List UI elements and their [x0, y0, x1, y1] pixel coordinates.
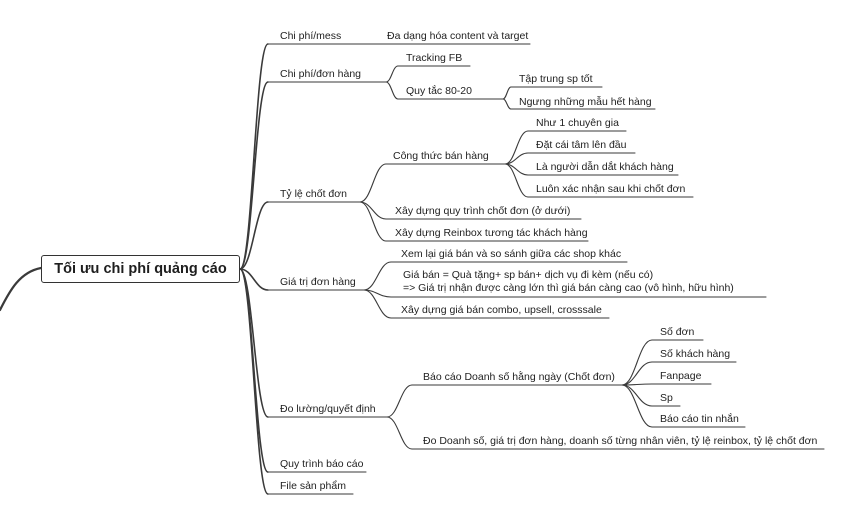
connector-line: [504, 130, 529, 165]
connector-line: [502, 86, 512, 100]
connector-line: [359, 163, 387, 203]
connector-line: [359, 201, 387, 242]
connector-line: [504, 152, 529, 165]
topic-1-1[interactable]: Quy tắc 80-20: [406, 85, 472, 97]
connector-line: [386, 384, 413, 418]
topic-line: Giá bán = Quà tặng+ sp bán+ dịch vụ đi k…: [403, 269, 654, 281]
connector-line: [239, 268, 269, 291]
topic-2-0-1[interactable]: Đặt cái tâm lên đầu: [536, 139, 627, 151]
connector-line: [239, 268, 269, 418]
connector-line: [239, 81, 269, 270]
connector-line: [386, 416, 413, 450]
topic-0-0[interactable]: Đa dạng hóa content và target: [387, 30, 529, 42]
topic-4-0-4[interactable]: Báo cáo tin nhắn: [660, 413, 739, 425]
topic-4-1[interactable]: Đo Doanh số, giá trị đơn hàng, doanh số …: [423, 435, 818, 447]
connector-line: [621, 384, 653, 407]
topic-1-1-1[interactable]: Ngưng những mẫu hết hàng: [519, 96, 652, 108]
connector-line: [621, 384, 653, 428]
topic-2[interactable]: Tỷ lệ chốt đơn: [280, 188, 347, 200]
connector-line: [385, 65, 399, 83]
topic-4-0-0[interactable]: Số đơn: [660, 326, 695, 338]
connector-line: [621, 339, 653, 386]
topic-3-0[interactable]: Xem lại giá bán và so sánh giữa các shop…: [401, 248, 622, 260]
topic-4-0-3[interactable]: Sp: [660, 392, 673, 404]
topic-2-0-0[interactable]: Như 1 chuyên gia: [536, 117, 619, 129]
topic-2-0[interactable]: Công thức bán hàng: [393, 150, 489, 162]
root-topic[interactable]: Tối ưu chi phí quảng cáo: [41, 255, 240, 283]
topic-3-1[interactable]: Giá bán = Quà tặng+ sp bán+ dịch vụ đi k…: [403, 269, 734, 295]
topic-0[interactable]: Chi phí/mess: [280, 30, 342, 42]
topic-2-1[interactable]: Xây dựng quy trình chốt đơn (ở dưới): [395, 205, 571, 217]
topic-4-0[interactable]: Báo cáo Doanh số hằng ngày (Chốt đơn): [423, 371, 615, 383]
incoming-branch-line: [0, 266, 43, 312]
topic-1-0[interactable]: Tracking FB: [406, 52, 463, 64]
topic-2-0-2[interactable]: Là người dẫn dắt khách hàng: [536, 161, 674, 173]
topic-2-0-3[interactable]: Luôn xác nhận sau khi chốt đơn: [536, 183, 686, 195]
topic-3-2[interactable]: Xây dựng giá bán combo, upsell, crosssal…: [401, 304, 602, 316]
topic-1-1-0[interactable]: Tập trung sp tốt: [519, 73, 593, 85]
connector-line: [363, 289, 392, 319]
topic-4-0-1[interactable]: Số khách hàng: [660, 348, 731, 360]
topic-2-2[interactable]: Xây dựng Reinbox tương tác khách hàng: [395, 227, 588, 239]
topic-4-0-2[interactable]: Fanpage: [660, 370, 702, 382]
topic-3[interactable]: Giá trị đơn hàng: [280, 276, 356, 288]
connector-line: [239, 268, 269, 495]
topic-5[interactable]: Quy trình báo cáo: [280, 458, 364, 470]
topic-4[interactable]: Đo lường/quyết định: [280, 403, 376, 415]
topic-6[interactable]: File sản phẩm: [280, 480, 346, 492]
connector-line: [621, 361, 653, 386]
connector-line: [359, 201, 387, 220]
connector-line: [385, 81, 399, 100]
topic-line: => Giá trị nhận được càng lớn thì giá bá…: [403, 282, 734, 294]
connector-line: [504, 163, 529, 198]
connector-line: [239, 201, 269, 270]
connector-line: [502, 98, 512, 110]
connector-line: [363, 261, 392, 291]
topic-1[interactable]: Chi phí/đơn hàng: [280, 68, 362, 80]
